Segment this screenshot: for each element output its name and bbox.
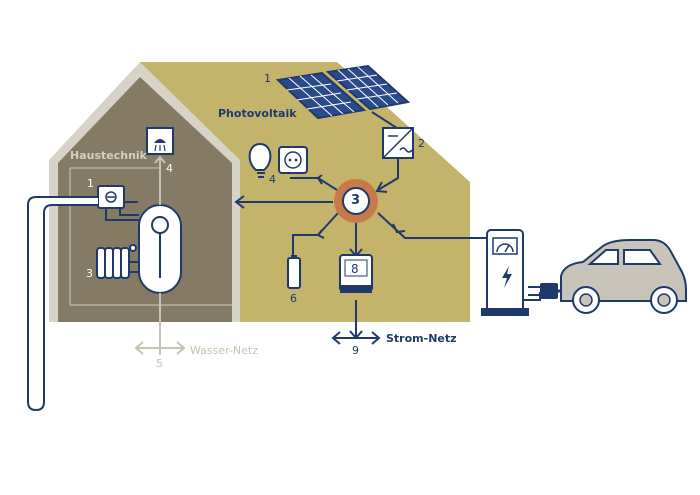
photovoltaik-label: Photovoltaik [218,107,297,120]
number-radiator: 3 [86,267,93,280]
solar-panels-icon [275,64,411,120]
grid-arrows [331,330,381,345]
number-consumers: 4 [269,173,276,186]
wasser-netz-label: Wasser-Netz [190,344,259,357]
number-meter: 8 [351,262,359,276]
number-pv-panels: 1 [264,72,271,85]
number-storage-tank: 2 [168,244,175,257]
number-shower: 4 [166,162,173,175]
number-water-grid: 5 [156,357,163,370]
radiator-icon [96,244,137,279]
charging-station-icon [481,229,529,316]
inverter-icon [382,127,414,159]
socket-icon [278,146,308,174]
number-control-unit: 1 [87,177,94,190]
haustechnik-frame [69,168,232,306]
external-cable [27,196,98,412]
battery-icon [287,255,301,289]
number-inverter: 2 [418,137,425,150]
light-bulb-icon [248,142,272,178]
control-unit-icon [97,185,125,209]
shower-icon [146,127,174,155]
haustechnik-label: Haustechnik [70,149,147,162]
electricity-meter-icon [339,254,373,293]
electric-car-icon [560,239,687,314]
number-grid: 9 [352,344,359,357]
strom-netz-label: Strom-Netz [386,332,457,345]
charging-plug-icon [528,283,562,299]
storage-tank-icon [138,204,182,294]
number-hub: 3 [351,193,361,208]
number-battery: 6 [290,292,297,305]
energy-hub [334,179,378,223]
